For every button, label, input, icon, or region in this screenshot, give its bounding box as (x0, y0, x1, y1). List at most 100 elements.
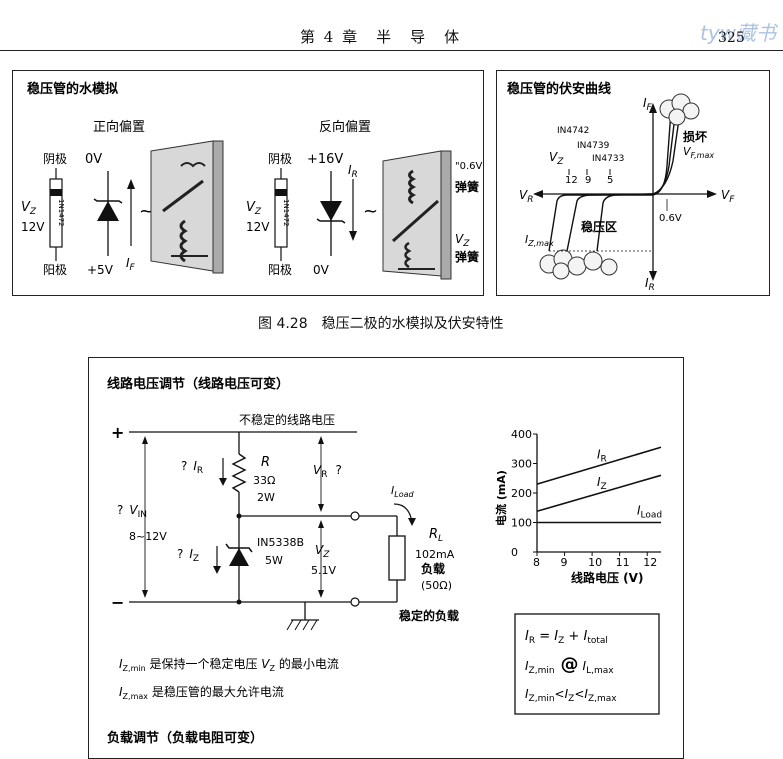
ir-question: ?IR (181, 459, 203, 476)
forward-current-label: IF (126, 256, 136, 273)
iv-vz-label: VZ (549, 150, 564, 167)
chart-x-tick-label: 12 (643, 556, 657, 569)
iv-curve-title: 稳压管的伏安曲线 (507, 81, 611, 97)
iv-damage-label: 损坏 (683, 129, 707, 144)
chart-y-label: 电流 (mA) (494, 470, 508, 526)
chapter-title: 第 4 章 半 导 体 (300, 28, 462, 46)
reverse-part-label: 1N1472 (282, 199, 290, 227)
forward-vz-value: 12V (21, 220, 45, 234)
iv-if-label: IF (643, 96, 653, 113)
iload-label: ILoad (391, 484, 415, 499)
spring2-v-label: VZ (455, 232, 470, 249)
iv-vz-12: 12 (565, 175, 578, 186)
vin-range: 8~12V (129, 530, 167, 543)
load-resistor (388, 535, 406, 581)
minus-terminal: − (111, 593, 124, 612)
water-analogy-panel: 稳压管的水模拟 正向偏置 阴极 阳极 0V +5V VZ 12V 1N1472 … (12, 70, 484, 296)
zener-part: IN5338B (257, 536, 304, 549)
rl-label: RL (429, 527, 443, 544)
forward-vz-label: VZ (21, 200, 37, 217)
load-resistance: (50Ω) (421, 579, 452, 592)
reverse-vz-label: VZ (246, 200, 262, 217)
forward-v-bottom: +5V (87, 263, 114, 277)
reverse-cathode: 阴极 (268, 152, 292, 166)
next-section-title: 负载调节（负载电阻可变） (107, 730, 263, 746)
header-rule (0, 50, 783, 51)
forward-v-top: 0V (85, 152, 102, 167)
zener-power: 5W (265, 554, 283, 567)
reverse-water-model (382, 150, 442, 277)
chart-x-tick-label: 10 (588, 556, 602, 569)
chart-series-label: ILoad (637, 504, 662, 521)
line-regulation-title: 线路电压调节（线路电压可变） (107, 376, 289, 392)
load-label: 负载 (421, 561, 445, 576)
damage-cloud-top (659, 93, 700, 126)
reverse-zener-symbol (320, 201, 342, 221)
chart-x-tick-label: 11 (616, 556, 630, 569)
chart-y-tick-label: 400 (511, 428, 532, 441)
figure-caption: 图 4.28 稳压二极的水模拟及伏安特性 (258, 316, 504, 332)
chart-y-tick-label: 300 (511, 458, 532, 471)
forward-cathode: 阴极 (43, 152, 67, 166)
formula-1: IR = IZ + Itotal (525, 629, 608, 646)
line-regulation-panel: 线路电压调节（线路电压可变） + − 不稳定的线路电压 ?VIN 8~12V ?… (88, 357, 684, 759)
chart-x-tick-label: 8 (533, 556, 540, 569)
forward-anode: 阳极 (43, 263, 67, 277)
water-analogy-title: 稳压管的水模拟 (27, 81, 118, 97)
chart-series-label: IR (597, 447, 607, 464)
iv-izmax-label: IZ,max (525, 233, 554, 248)
load-current: 102mA (415, 548, 455, 561)
water-analogy-drawing: 稳压管的水模拟 正向偏置 阴极 阳极 0V +5V VZ 12V 1N1472 … (21, 81, 483, 280)
reverse-heading: 反向偏置 (319, 119, 371, 135)
reverse-v-top: +16V (307, 152, 343, 167)
watermark: tyw藏书 (700, 21, 777, 45)
iv-curve-5v (596, 118, 680, 252)
spring2-label: 弹簧 (455, 249, 479, 264)
forward-zener-symbol (97, 201, 119, 221)
iv-06v-label: 0.6V (659, 213, 682, 224)
vz-value: 5.1V (311, 564, 336, 577)
chart-x-tick-label: 9 (561, 556, 568, 569)
resistor-label: R (261, 455, 270, 470)
analogy-tilde-2: ~ (363, 201, 378, 222)
note-izmax: IZ,max 是稳压管的最大允许电流 (119, 684, 284, 701)
iz-question: ?IZ (177, 547, 199, 564)
vz-label: VZ (315, 543, 330, 560)
reverse-anode: 阳极 (268, 263, 292, 277)
chart-y-tick-label: 0 (511, 546, 518, 559)
resistor-r (231, 453, 247, 493)
page-header: 第 4 章 半 导 体 tyw藏书 325 (0, 0, 783, 56)
resistor-value: 33Ω (253, 474, 275, 487)
spring1-label: 弹簧 (455, 179, 479, 194)
iv-vr-label: VR (519, 188, 533, 205)
current-vs-line-voltage-chart: 8 9 10 11 12 0 100 200 300 400 线路电压 (V) 电流 (mA) IR IZ… (494, 428, 662, 585)
chart-y-tick-label: 200 (511, 487, 532, 500)
zener-diode (229, 548, 249, 566)
damage-cloud-bottom (539, 249, 618, 280)
iv-vfmax-label: VF,max (683, 145, 714, 160)
stable-load-label: 稳定的负载 (399, 608, 459, 623)
chart-x-label: 线路电压 (V) (571, 570, 643, 585)
output-terminal-bottom (350, 597, 360, 607)
iv-vz-5: 5 (607, 175, 613, 186)
chart-y-tick-label: 100 (511, 517, 532, 530)
page-number: 325 (718, 30, 745, 46)
iv-curve-drawing: 稳压管的伏安曲线 IF IR VR VF IN4742 IN4739 IN473… (507, 81, 735, 293)
forward-heading: 正向偏置 (93, 119, 145, 135)
resistor-power: 2W (257, 491, 275, 504)
output-terminal-top (350, 511, 360, 521)
note-izmin: IZ,min 是保持一个稳定电压 VZ 的最小电流 (119, 656, 339, 673)
iv-vz-9: 9 (585, 175, 591, 186)
iv-ir-label: IR (645, 276, 655, 293)
iv-curve-panel: 稳压管的伏安曲线 IF IR VR VF IN4742 IN4739 IN473… (496, 70, 770, 296)
iv-part-2: IN4739 (577, 141, 610, 151)
iv-vf-label: VF (721, 188, 735, 205)
chart-series-I_Z (536, 474, 662, 513)
reverse-current-label: IR (348, 163, 358, 180)
unstable-line-label: 不稳定的线路电压 (239, 412, 335, 427)
formula-3: IZ,min<IZ<IZ,max (525, 687, 617, 704)
reverse-vz-value: 12V (246, 220, 270, 234)
analogy-tilde: ~ (139, 201, 154, 222)
chart-series-label: IZ (597, 475, 607, 492)
plus-terminal: + (111, 423, 124, 442)
